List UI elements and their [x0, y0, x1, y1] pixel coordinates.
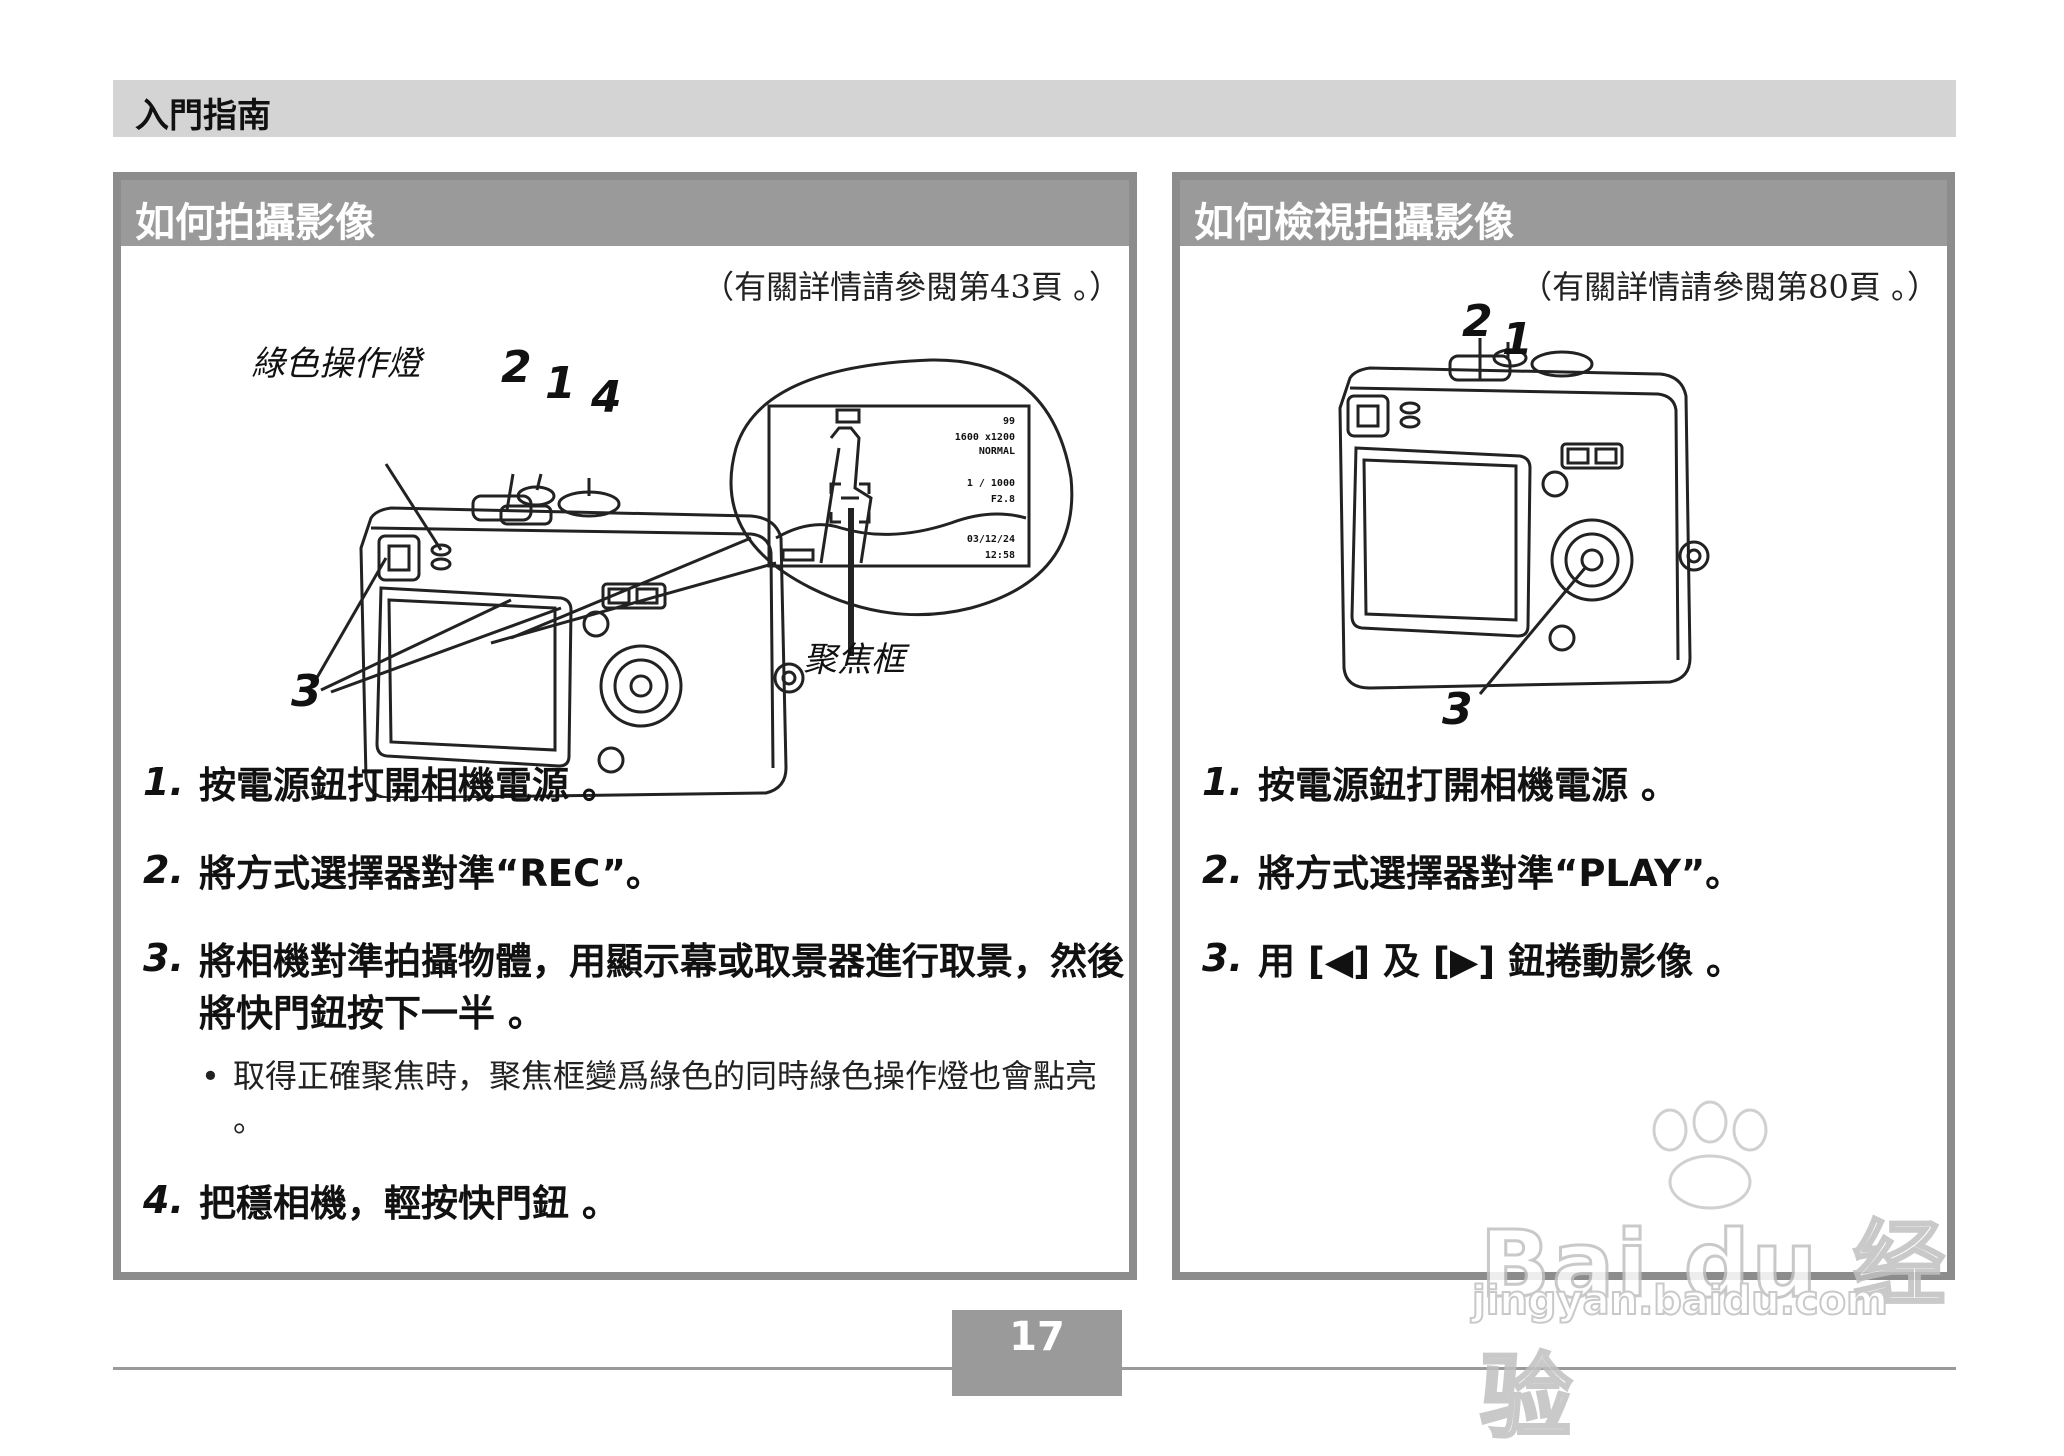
- step-number: 4.: [143, 1178, 184, 1222]
- panel-how-to-shoot: 如何拍攝影像 （有關詳情請參閱第43頁 。）: [113, 172, 1137, 1280]
- step-text: 把穩相機，輕按快門鈕 。: [199, 1182, 619, 1225]
- step-2: 2. 將方式選擇器對準“REC”。: [143, 848, 1133, 900]
- step-number: 2.: [143, 848, 184, 892]
- lcd-aperture: F2.8: [991, 494, 1015, 505]
- label-3: 3: [291, 666, 322, 717]
- step-number: 1.: [143, 760, 184, 804]
- step-2: 2. 將方式選擇器對準“PLAY”。: [1202, 848, 1952, 900]
- step-4: 4. 把穩相機，輕按快門鈕 。: [143, 1178, 1133, 1230]
- reference-note: （有關詳情請參閱第43頁 。）: [702, 268, 1121, 306]
- reference-note: （有關詳情請參閱第80頁 。）: [1520, 268, 1939, 306]
- step-number: 2.: [1202, 848, 1243, 892]
- step-number: 3.: [1202, 936, 1243, 980]
- header-bar: 入門指南: [113, 80, 1956, 137]
- lcd-date: 03/12/24: [967, 534, 1015, 545]
- page-number: 17: [1009, 1314, 1065, 1360]
- step-1: 1. 按電源鈕打開相機電源 。: [143, 760, 1133, 812]
- step-number: 1.: [1202, 760, 1243, 804]
- step-3: 3. 用 [◀] 及 [▶] 鈕捲動影像 。: [1202, 936, 1952, 988]
- panel-how-to-view: 如何檢視拍攝影像 （有關詳情請參閱第80頁 。）: [1172, 172, 1955, 1280]
- step-note: • 取得正確聚焦時，聚焦框變爲綠色的同時綠色操作燈也會點亮 。: [199, 1054, 1133, 1142]
- bullet-icon: •: [201, 1057, 220, 1095]
- panel-title-bar: 如何拍攝影像: [121, 180, 1129, 246]
- label-green-lamp: 綠色操作燈: [251, 344, 421, 384]
- step-1: 1. 按電源鈕打開相機電源 。: [1202, 760, 1952, 812]
- step-note-text: 取得正確聚焦時，聚焦框變爲綠色的同時綠色操作燈也會點亮 。: [233, 1057, 1098, 1139]
- step-text: 按電源鈕打開相機電源 。: [1258, 764, 1678, 807]
- label-4: 4: [591, 372, 622, 423]
- label-2: 2: [501, 342, 532, 393]
- step-text: 將方式選擇器對準“PLAY”。: [1258, 852, 1743, 895]
- watermark-url: jingyan.baidu.com: [1471, 1277, 1889, 1325]
- camera-rear-illustration: [1338, 338, 1710, 695]
- camera-shoot-illustration: 99 1600 x1200 NORMAL 1 / 1000 F2.8 03/12…: [191, 298, 1151, 798]
- header-title: 入門指南: [135, 96, 271, 136]
- label-1: 1: [545, 358, 576, 409]
- label-focus-frame: 聚焦框: [803, 640, 905, 680]
- camera-rear-illustration: 99 1600 x1200 NORMAL 1 / 1000 F2.8 03/12…: [309, 358, 1074, 798]
- step-text: 將相機對準拍攝物體，用顯示幕或取景器進行取景，然後將快門鈕按下一半 。: [199, 940, 1124, 1035]
- step-text: 用 [◀] 及 [▶] 鈕捲動影像 。: [1258, 940, 1743, 983]
- shoot-steps: 1. 按電源鈕打開相機電源 。 2. 將方式選擇器對準“REC”。 3. 將相機…: [143, 760, 1133, 1266]
- lcd-time: 12:58: [985, 550, 1015, 561]
- step-number: 3.: [143, 936, 184, 980]
- label-2: 2: [1462, 296, 1493, 347]
- baidu-watermark: Bai du 经验 jingyan.baidu.com: [1470, 1100, 1950, 1453]
- paw-logo-icon: [1652, 1100, 1768, 1210]
- step-text: 按電源鈕打開相機電源 。: [199, 764, 619, 807]
- panel-title: 如何拍攝影像: [135, 200, 375, 246]
- view-steps: 1. 按電源鈕打開相機電源 。 2. 將方式選擇器對準“PLAY”。 3. 用 …: [1202, 760, 1952, 1024]
- label-3: 3: [1442, 684, 1473, 735]
- camera-view-illustration: 2 1 3: [1310, 296, 1770, 735]
- label-1: 1: [1502, 314, 1533, 365]
- lcd-shutter: 1 / 1000: [967, 478, 1015, 489]
- page-number-box: 17: [952, 1310, 1122, 1396]
- step-text: 將方式選擇器對準“REC”。: [199, 852, 663, 895]
- panel-title: 如何檢視拍攝影像: [1194, 200, 1514, 246]
- step-3: 3. 將相機對準拍攝物體，用顯示幕或取景器進行取景，然後將快門鈕按下一半 。 •…: [143, 936, 1133, 1142]
- panel-title-bar: 如何檢視拍攝影像: [1180, 180, 1947, 246]
- lcd-quality: NORMAL: [979, 446, 1015, 457]
- lcd-shots: 99: [1003, 416, 1015, 427]
- lcd-resolution: 1600 x1200: [955, 432, 1015, 443]
